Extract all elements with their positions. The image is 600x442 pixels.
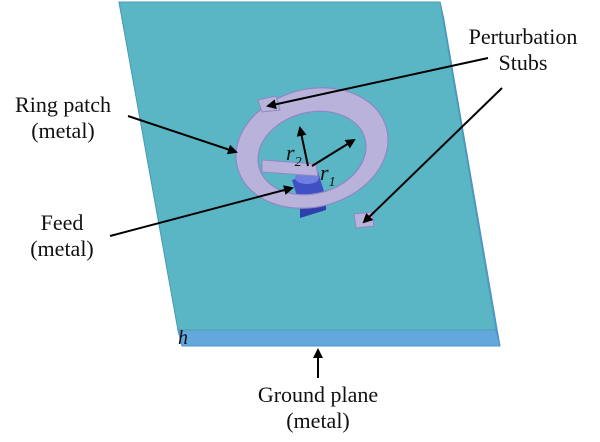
r2-label: r2 (286, 140, 302, 170)
arrow-stub-bottom (362, 87, 503, 224)
r1-label: r1 (320, 160, 336, 190)
ground-plane-line-1: Ground plane (257, 382, 379, 407)
substrate-bottom-edge (177, 329, 501, 347)
feed-line-1: Feed (40, 210, 84, 235)
ring-patch-line-2: (metal) (31, 118, 95, 143)
arrow-feed (109, 185, 294, 237)
feed-line-2: (metal) (30, 236, 94, 261)
thickness-label: h (178, 327, 188, 349)
ground-plane-line-2: (metal) (286, 408, 350, 433)
ring-patch-label: Ring patch (metal) (0, 92, 126, 144)
ground-plane-label: Ground plane (metal) (226, 382, 410, 434)
feed-label: Feed (metal) (14, 210, 110, 262)
radius-arrows (296, 126, 356, 167)
arrow-stub-top (266, 57, 489, 110)
perturbation-line-1: Perturbation (468, 24, 578, 49)
arrow-ring (127, 115, 238, 155)
perturbation-label: Perturbation Stubs (448, 24, 598, 76)
annotation-arrows (109, 57, 503, 378)
perturbation-line-2: Stubs (498, 50, 548, 75)
ring-patch-line-1: Ring patch (15, 92, 111, 117)
